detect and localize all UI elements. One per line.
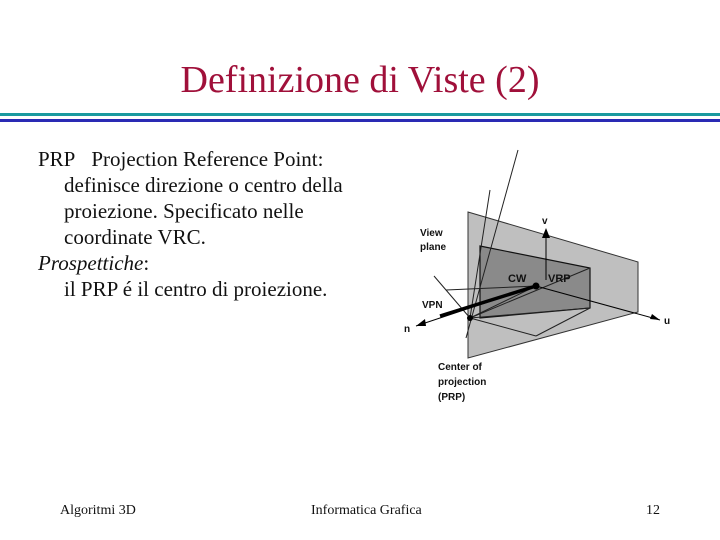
projector-line <box>445 285 537 291</box>
perspective-term: Prospettiche <box>38 251 144 275</box>
n-axis-label: n <box>404 324 410 335</box>
view-plane-label-1: View <box>420 228 443 239</box>
center-of-projection-label-2: projection <box>438 377 486 388</box>
prp-description-line-3: coordinate VRC. <box>64 225 206 249</box>
projector-line <box>469 189 491 319</box>
title-divider-teal <box>0 113 720 116</box>
vrp-point <box>532 282 540 290</box>
page-number: 12 <box>646 503 660 518</box>
prp-point <box>467 315 473 321</box>
projector-line <box>469 307 591 319</box>
v-axis-label: v <box>542 216 548 227</box>
n-axis <box>415 285 537 327</box>
center-of-projection-label-3: (PRP) <box>438 392 465 403</box>
prp-description-line-1: definisce direzione o centro della <box>64 173 343 197</box>
slide-body: PRP Projection Reference Point: definisce… <box>38 146 398 302</box>
prp-definition: PRP Projection Reference Point: <box>38 146 398 172</box>
u-axis-label: u <box>664 316 670 327</box>
projector-line <box>535 307 591 337</box>
projector-line <box>469 267 591 319</box>
projector-line <box>469 317 537 337</box>
vpn-label: VPN <box>422 300 443 311</box>
title-divider-blue <box>0 119 720 122</box>
footer-left: Algoritmi 3D <box>60 503 136 518</box>
footer-center: Informatica Grafica <box>311 503 422 518</box>
u-axis-arrowhead <box>650 314 660 320</box>
view-plane-label-2: plane <box>420 242 447 253</box>
vrp-label: VRP <box>548 273 571 285</box>
cw-label: CW <box>508 273 527 285</box>
center-of-projection-label-1: Center of <box>438 362 483 373</box>
n-axis-arrowhead <box>416 319 426 326</box>
v-axis-arrowhead <box>542 228 550 238</box>
perspective-description: il PRP é il centro di proiezione. <box>64 277 328 301</box>
projection-diagram: View plane CW VRP VPN v u n Center of pr… <box>404 149 670 403</box>
prp-description-line-2: proiezione. Specificato nelle <box>64 199 304 223</box>
u-axis <box>535 285 661 321</box>
perspective-heading: Prospettiche: <box>38 250 398 276</box>
projector-line <box>433 275 471 319</box>
slide-title: Definizione di Viste (2) <box>180 59 540 101</box>
projector-line <box>469 285 537 319</box>
prp-abbreviation: PRP <box>38 147 76 171</box>
prp-full-name: Projection Reference Point: <box>91 147 324 171</box>
perspective-colon: : <box>143 251 150 275</box>
